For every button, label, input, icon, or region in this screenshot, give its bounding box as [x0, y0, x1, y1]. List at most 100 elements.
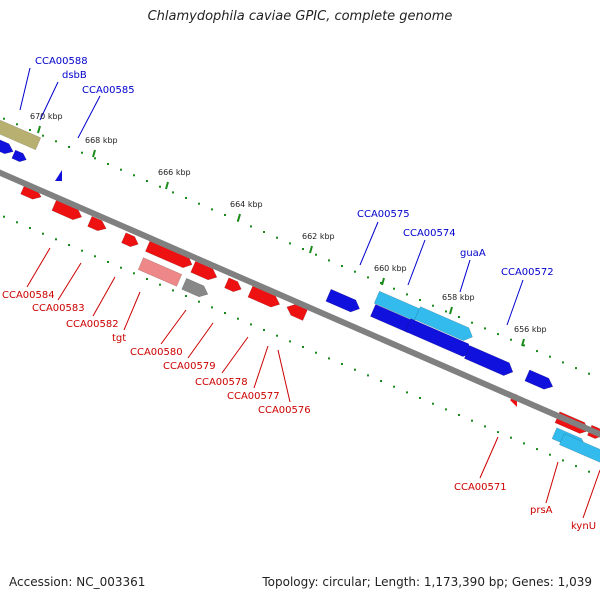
gene-reverse: [121, 232, 139, 247]
reverse-track-dot: [562, 459, 564, 462]
gene-reverse: [224, 277, 242, 292]
forward-track-dot: [159, 185, 161, 188]
tick-mark: [237, 213, 241, 222]
forward-track-dot: [497, 333, 499, 336]
forward-track-dot: [94, 157, 96, 160]
forward-track-dot: [419, 299, 421, 301]
reverse-track-dot: [445, 408, 447, 411]
forward-track-dot: [81, 151, 83, 154]
label-leader-forward: [459, 259, 471, 293]
forward-track-dot: [146, 180, 148, 182]
forward-track-dot: [432, 304, 434, 307]
reverse-track-dot: [536, 448, 538, 451]
gene-label-reverse: CCA00584: [2, 290, 55, 301]
reverse-track-dot: [133, 272, 135, 275]
gene-forward: [524, 369, 554, 390]
label-leader-forward: [39, 81, 59, 121]
forward-track-dot: [588, 372, 590, 375]
reverse-track-dot: [302, 346, 304, 348]
reverse-track-dot: [523, 442, 525, 445]
reverse-track-dot: [510, 436, 512, 439]
reverse-track-dot: [575, 465, 577, 468]
reverse-track-dot: [263, 329, 265, 331]
forward-track-dot: [55, 140, 57, 143]
reverse-track-dot: [588, 470, 590, 473]
reverse-track-dot: [107, 261, 109, 263]
reverse-track-dot: [146, 278, 148, 280]
gene-label-reverse: CCA00576: [258, 405, 311, 416]
gene-pink: [137, 257, 183, 287]
reverse-track-dot: [68, 244, 70, 246]
forward-track-dot: [68, 146, 70, 148]
gene-label-reverse: CCA00580: [130, 347, 183, 358]
gene-reverse: [87, 216, 107, 232]
reverse-track-dot: [55, 238, 57, 241]
forward-track-dot: [3, 117, 5, 120]
gene-cyan: [414, 306, 473, 341]
gene-label-reverse: tgt: [112, 333, 126, 344]
tick-mark: [165, 181, 169, 190]
reverse-track-dot: [159, 283, 161, 286]
forward-track-dot: [354, 270, 356, 273]
forward-track-dot: [562, 361, 564, 364]
label-leader-forward: [19, 67, 31, 111]
reverse-track-dot: [29, 227, 31, 229]
label-leader-reverse: [92, 276, 116, 317]
gene-label-forward: CCA00585: [82, 85, 135, 96]
forward-track-dot: [471, 321, 473, 324]
gene-forward: [55, 170, 62, 181]
gene-label-reverse: CCA00577: [227, 391, 280, 402]
label-leader-forward: [359, 221, 379, 266]
gene-label-forward: dsbB: [62, 70, 87, 81]
label-leader-reverse: [545, 461, 559, 504]
tick-label: 664 kbp: [230, 200, 263, 209]
forward-track-dot: [211, 208, 213, 211]
label-leader-forward: [77, 95, 101, 139]
reverse-track-dot: [289, 340, 291, 343]
label-leader-reverse: [253, 345, 269, 389]
gene-label-reverse: prsA: [530, 505, 553, 516]
reverse-track-dot: [549, 453, 551, 456]
gene-olive: [0, 119, 42, 151]
gene-label-forward: CCA00575: [357, 209, 410, 220]
reverse-track-dot: [16, 221, 18, 224]
reverse-track-dot: [120, 266, 122, 269]
reverse-track-dot: [250, 323, 252, 326]
gene-label-reverse: CCA00583: [32, 303, 85, 314]
reverse-track-dot: [3, 215, 5, 218]
forward-track-dot: [29, 129, 31, 131]
forward-track-dot: [250, 225, 252, 228]
reverse-track-dot: [185, 295, 187, 297]
forward-track-dot: [16, 123, 18, 126]
gene-label-reverse: CCA00571: [454, 482, 507, 493]
reverse-track-dot: [172, 289, 174, 292]
reverse-track-dot: [471, 419, 473, 422]
tick-label: 666 kbp: [158, 168, 191, 177]
forward-track-dot: [458, 316, 460, 318]
forward-track-dot: [302, 248, 304, 250]
genome-backbone: [0, 169, 600, 438]
label-leader-reverse: [26, 247, 51, 288]
forward-track-dot: [510, 338, 512, 341]
forward-track-dot: [120, 168, 122, 171]
gene-label-forward: guaA: [460, 248, 486, 259]
gene-label-reverse: CCA00579: [163, 361, 216, 372]
reverse-track-dot: [237, 317, 239, 320]
forward-track-dot: [224, 214, 226, 216]
forward-track-dot: [276, 236, 278, 239]
forward-track-dot: [172, 191, 174, 194]
reverse-track-dot: [81, 249, 83, 252]
reverse-track-dot: [393, 385, 395, 388]
gene-gray: [181, 277, 209, 298]
reverse-track-dot: [380, 380, 382, 382]
gene-label-forward: CCA00574: [403, 228, 456, 239]
forward-track-dot: [107, 163, 109, 165]
gene-label-reverse: CCA00578: [195, 377, 248, 388]
tick-mark: [92, 149, 96, 158]
reverse-track-dot: [94, 255, 96, 258]
tick-mark: [521, 338, 525, 347]
gene-forward: [0, 139, 14, 155]
tick-mark: [309, 245, 313, 254]
forward-track-dot: [393, 287, 395, 290]
